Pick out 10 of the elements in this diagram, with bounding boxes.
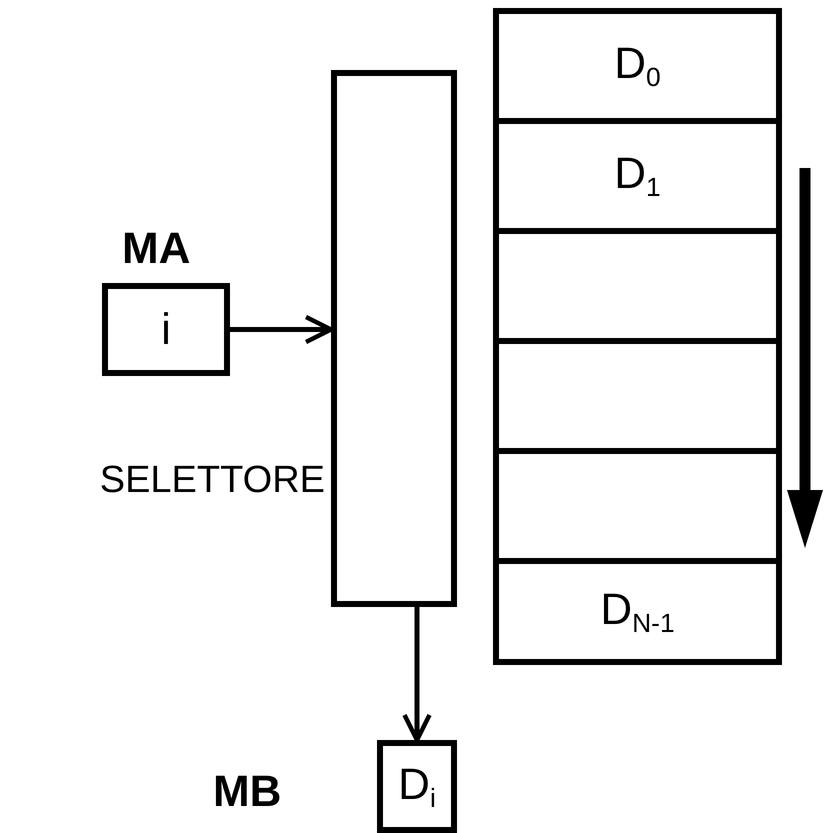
cell-label: D$_{N-1}$ <box>599 587 676 636</box>
register-name: MA <box>122 227 190 271</box>
register-name: MB <box>213 770 282 814</box>
selector-label: SELETTORE <box>100 461 325 499</box>
arrow <box>230 314 334 344</box>
cell-label: D$_{0}$ <box>613 42 662 90</box>
register-value: i <box>160 308 172 352</box>
register-value: D$_{i}$ <box>397 762 437 811</box>
cell-label: D$_{1}$ <box>613 152 662 200</box>
arrow <box>402 607 432 742</box>
